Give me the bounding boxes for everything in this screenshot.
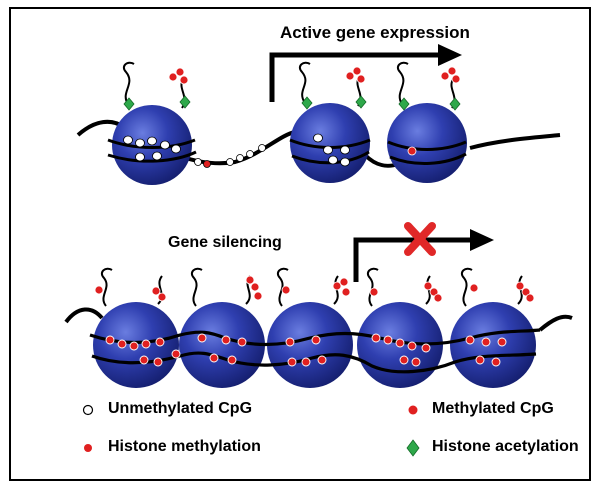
dna-strand-bottom-left bbox=[64, 307, 104, 324]
active-expression-arrow bbox=[269, 44, 462, 102]
dna-wrap-top-1 bbox=[107, 138, 197, 163]
nucleosome-active-2 bbox=[290, 103, 370, 183]
histone-acetylation-marks bbox=[123, 95, 461, 111]
histone-tails-silenced bbox=[100, 267, 523, 307]
gene-silencing-label: Gene silencing bbox=[168, 234, 282, 251]
legend-histone-acetylation-label: Histone acetylation bbox=[432, 438, 579, 455]
linker-cpg-top bbox=[194, 144, 266, 168]
methylated-cpg-cluster-3 bbox=[407, 146, 417, 156]
legend-histone-methylation-icon bbox=[84, 444, 92, 452]
legend-unmethylated-cpg-label: Unmethylated CpG bbox=[108, 400, 253, 417]
methylated-cpg-bottom bbox=[105, 333, 507, 367]
histone-methylation-top bbox=[168, 66, 461, 85]
unmethylated-cpg-cluster-1 bbox=[123, 135, 181, 162]
dna-wrap-top-3 bbox=[387, 140, 467, 165]
active-gene-expression-label: Active gene expression bbox=[280, 23, 470, 42]
dna-strand-bottom-right bbox=[538, 314, 573, 332]
legend-methylated-cpg-label: Methylated CpG bbox=[432, 400, 554, 417]
nucleosome-active-3 bbox=[387, 103, 467, 183]
legend-unmethylated-cpg-icon bbox=[82, 404, 94, 416]
legend-methylated-cpg-icon bbox=[408, 405, 418, 415]
unmethylated-cpg-cluster-2 bbox=[313, 133, 350, 167]
nucleosome-silenced-2 bbox=[179, 302, 265, 388]
silencing-arrow bbox=[353, 229, 494, 282]
histone-methylation-bottom bbox=[94, 275, 535, 303]
outer-border bbox=[9, 7, 591, 481]
nucleosome-silenced-3 bbox=[267, 302, 353, 388]
nucleosome-silenced-5 bbox=[450, 302, 536, 388]
legend-histone-methylation-label: Histone methylation bbox=[108, 438, 261, 455]
block-x-icon bbox=[404, 222, 436, 256]
legend-histone-acetylation-icon bbox=[406, 439, 420, 457]
